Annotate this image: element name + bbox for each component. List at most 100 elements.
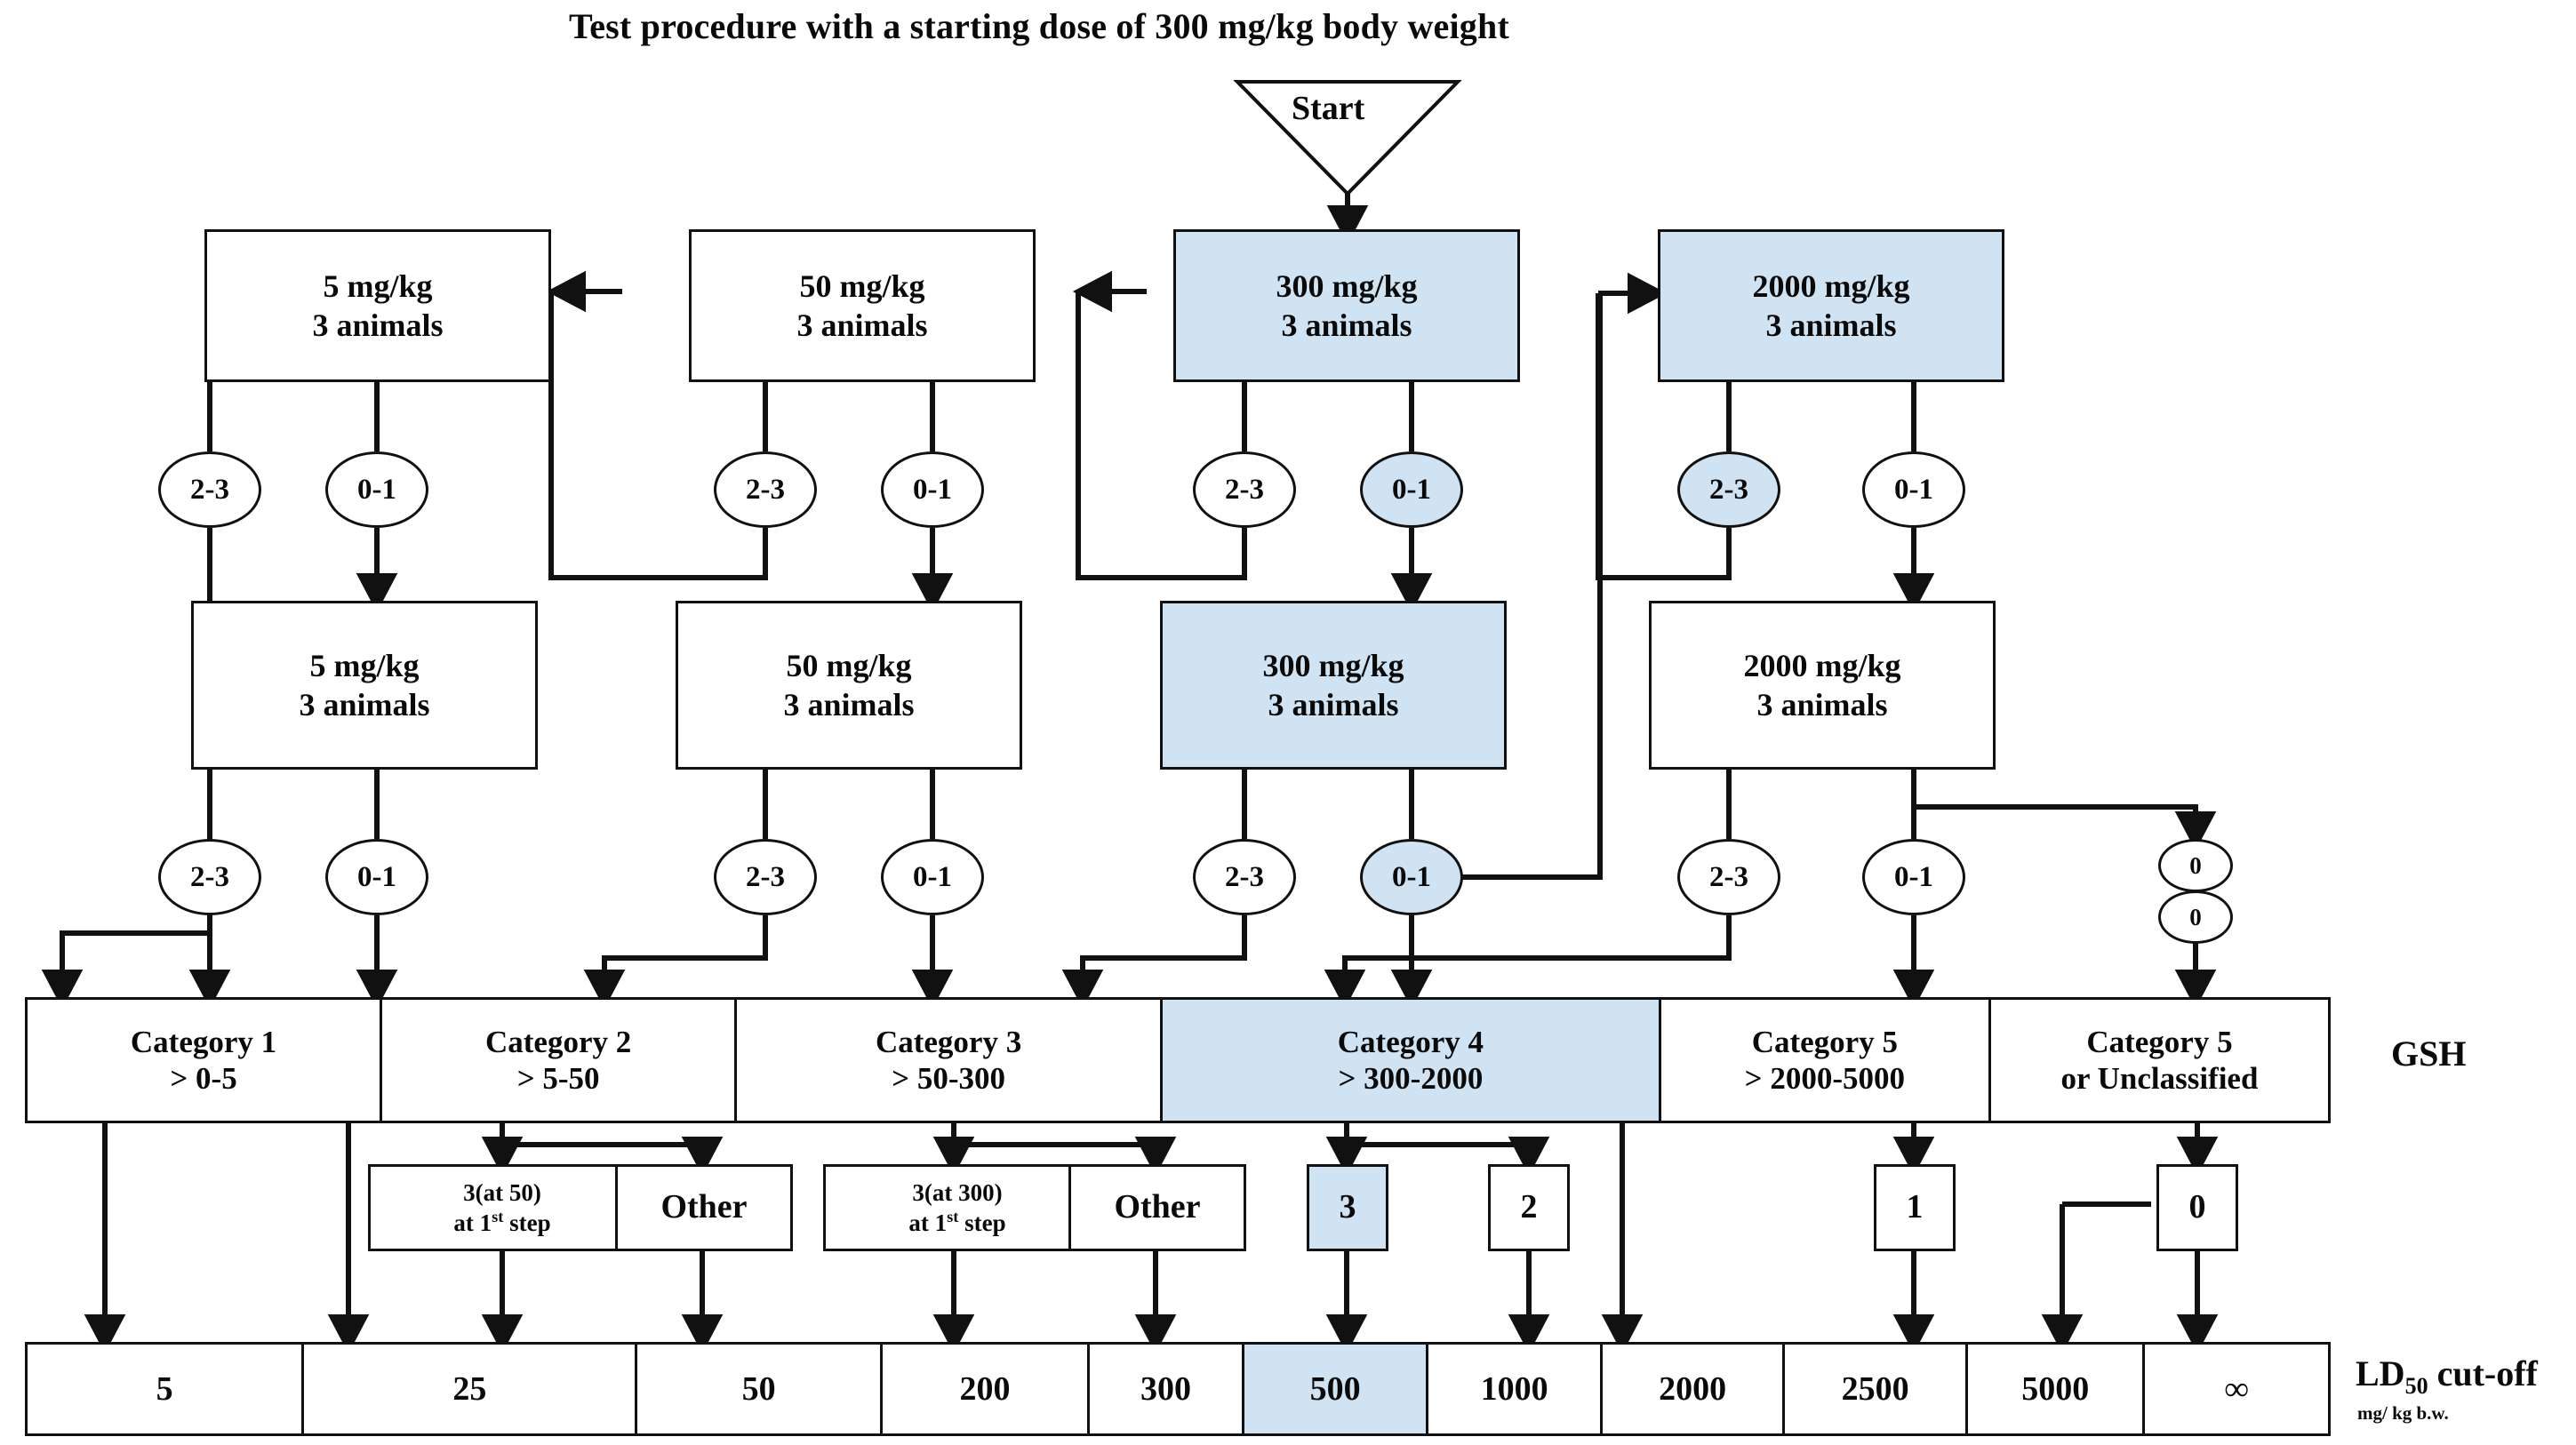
outcome-label: 2-3 [1225, 473, 1264, 506]
outcome-oval-r1-6[interactable]: 2-3 [1677, 451, 1780, 528]
ld50-label-main: LD [2356, 1353, 2405, 1393]
outcome-label: 0-1 [1392, 860, 1431, 893]
ld50-cell-8[interactable]: 2500 [1785, 1345, 1968, 1433]
gsh-label: GSH [2391, 1034, 2467, 1074]
outcome-oval-r1-3[interactable]: 0-1 [881, 451, 984, 528]
category-cell-4[interactable]: Category 4 > 300-2000 [1163, 1000, 1661, 1121]
ld50-label-sub: 50 [2404, 1373, 2428, 1399]
animal-count: 3 animals [1281, 307, 1412, 343]
ld50-cell-6[interactable]: 1000 [1428, 1345, 1603, 1433]
outcome-oval-r2-3[interactable]: 0-1 [881, 839, 984, 915]
detail-box-3-at-50[interactable]: 3(at 50) at 1st step [368, 1164, 636, 1251]
animal-count: 3 animals [1765, 307, 1897, 343]
dose-box-r1-c2[interactable]: 300 mg/kg 3 animals [1173, 229, 1520, 382]
outcome-oval-r1-7[interactable]: 0-1 [1862, 451, 1965, 528]
dose-value: 5 mg/kg [309, 647, 420, 683]
category-range: > 5-50 [516, 1061, 600, 1096]
detail-box-other-cat3[interactable]: Other [1068, 1164, 1246, 1251]
outcome-label: 0-1 [1894, 860, 1933, 893]
zero-oval-top[interactable]: 0 [2158, 839, 2233, 892]
detail-line-1: 3 [1339, 1188, 1356, 1226]
outcome-oval-r2-6[interactable]: 2-3 [1677, 839, 1780, 915]
outcome-oval-r2-2[interactable]: 2-3 [714, 839, 817, 915]
outcome-oval-r1-2[interactable]: 2-3 [714, 451, 817, 528]
detail-box-1[interactable]: 1 [1874, 1164, 1956, 1251]
outcome-label: 0-1 [1392, 473, 1431, 506]
ld50-cell-1[interactable]: 25 [304, 1345, 638, 1433]
outcome-label: 0-1 [357, 860, 396, 893]
dose-box-r1-c3[interactable]: 2000 mg/kg 3 animals [1658, 229, 2004, 382]
ld50-cell-10[interactable]: ∞ [2145, 1345, 2328, 1433]
category-name: Category 4 [1337, 1024, 1484, 1059]
ld50-cell-9[interactable]: 5000 [1968, 1345, 2146, 1433]
outcome-oval-r1-1[interactable]: 0-1 [325, 451, 428, 528]
detail-line-2: at 1st step [908, 1208, 1006, 1236]
category-range: > 0-5 [170, 1061, 237, 1096]
animal-count: 3 animals [299, 687, 430, 722]
dose-box-r1-c1[interactable]: 50 mg/kg 3 animals [689, 229, 1036, 382]
ld50-label-rest: cut-off [2428, 1353, 2538, 1393]
ld50-cell-7[interactable]: 2000 [1603, 1345, 1786, 1433]
category-cell-1[interactable]: Category 1 > 0-5 [28, 1000, 383, 1121]
dose-box-r2-c2[interactable]: 300 mg/kg 3 animals [1160, 601, 1507, 770]
outcome-label: 2-3 [1709, 860, 1748, 893]
zero-oval-bottom[interactable]: 0 [2158, 890, 2233, 944]
outcome-oval-r1-5[interactable]: 0-1 [1360, 451, 1463, 528]
ld50-value: 50 [741, 1370, 776, 1408]
detail-box-2[interactable]: 2 [1488, 1164, 1570, 1251]
category-range: or Unclassified [2060, 1061, 2259, 1096]
ld50-cell-2[interactable]: 50 [637, 1345, 883, 1433]
ld50-cell-5[interactable]: 500 [1244, 1345, 1429, 1433]
detail-line-1: 1 [1906, 1188, 1924, 1226]
ld50-unit-label: mg/ kg b.w. [2357, 1402, 2449, 1424]
category-cell-3[interactable]: Category 3 > 50-300 [737, 1000, 1164, 1121]
detail-box-0[interactable]: 0 [2156, 1164, 2238, 1251]
ld50-cutoff-bar: 5 25 50 200 300 500 1000 2000 2500 5000 … [25, 1342, 2331, 1436]
ld50-cutoff-label: LD50 cut-off [2356, 1353, 2538, 1400]
outcome-label: 2-3 [1709, 473, 1748, 506]
ld50-value: 5 [156, 1370, 173, 1408]
detail-line-1: 3(at 300) [912, 1178, 1003, 1206]
dose-value: 50 mg/kg [799, 267, 925, 304]
zero-label: 0 [2189, 851, 2202, 879]
dose-value: 5 mg/kg [323, 267, 433, 304]
dose-box-r2-c3[interactable]: 2000 mg/kg 3 animals [1649, 601, 1996, 770]
category-cell-5-unclassified[interactable]: Category 5 or Unclassified [1991, 1000, 2328, 1121]
dose-value: 2000 mg/kg [1743, 647, 1901, 683]
dose-value: 300 mg/kg [1276, 267, 1418, 304]
category-name: Category 2 [484, 1024, 632, 1059]
ld50-cell-0[interactable]: 5 [28, 1345, 305, 1433]
outcome-oval-r2-5[interactable]: 0-1 [1360, 839, 1463, 915]
outcome-label: 0-1 [1894, 473, 1933, 506]
outcome-label: 2-3 [190, 860, 229, 893]
detail-box-other-cat2[interactable]: Other [615, 1164, 793, 1251]
ld50-value: 2000 [1659, 1370, 1727, 1408]
dose-box-r2-c0[interactable]: 5 mg/kg 3 animals [191, 601, 538, 770]
detail-line-1: Other [660, 1188, 748, 1226]
outcome-label: 2-3 [1225, 860, 1264, 893]
dose-box-r1-c0[interactable]: 5 mg/kg 3 animals [204, 229, 551, 382]
category-cell-2[interactable]: Category 2 > 5-50 [382, 1000, 738, 1121]
outcome-oval-r2-7[interactable]: 0-1 [1862, 839, 1965, 915]
outcome-oval-r1-4[interactable]: 2-3 [1193, 451, 1296, 528]
detail-box-3[interactable]: 3 [1307, 1164, 1388, 1251]
ld50-value: 1000 [1480, 1370, 1548, 1408]
detail-line-1: 2 [1520, 1188, 1538, 1226]
detail-line-1: 0 [2188, 1188, 2206, 1226]
dose-box-r2-c1[interactable]: 50 mg/kg 3 animals [676, 601, 1022, 770]
category-cell-5[interactable]: Category 5 > 2000-5000 [1661, 1000, 1991, 1121]
outcome-oval-r1-0[interactable]: 2-3 [158, 451, 261, 528]
animal-count: 3 animals [1756, 687, 1888, 722]
category-name: Category 1 [130, 1024, 277, 1059]
outcome-oval-r2-1[interactable]: 0-1 [325, 839, 428, 915]
category-name: Category 5 [2086, 1024, 2233, 1059]
animal-count: 3 animals [312, 307, 444, 343]
ld50-value: 5000 [2021, 1370, 2090, 1408]
detail-box-3-at-300[interactable]: 3(at 300) at 1st step [823, 1164, 1092, 1251]
outcome-oval-r2-0[interactable]: 2-3 [158, 839, 261, 915]
detail-line-1: Other [1114, 1188, 1201, 1226]
ld50-cell-4[interactable]: 300 [1090, 1345, 1244, 1433]
dose-value: 50 mg/kg [786, 647, 912, 683]
ld50-cell-3[interactable]: 200 [883, 1345, 1091, 1433]
outcome-oval-r2-4[interactable]: 2-3 [1193, 839, 1296, 915]
